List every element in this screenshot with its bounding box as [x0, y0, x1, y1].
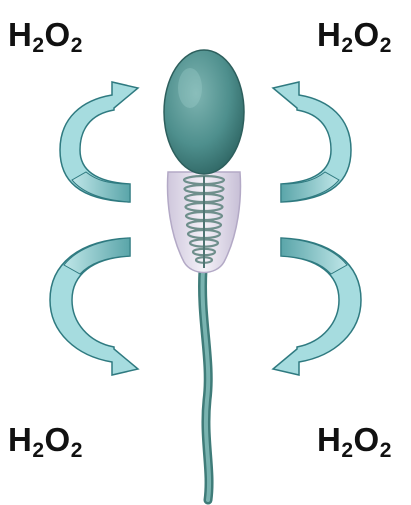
- sperm-head: [164, 50, 244, 174]
- sperm-cell-icon: [164, 50, 244, 500]
- curved-arrow-icon-upper-left: [60, 82, 138, 202]
- curved-arrow-icon-upper-right: [273, 82, 351, 202]
- curved-arrow-icon-lower-left: [50, 238, 138, 375]
- h2o2-label-top-right: H2O2: [317, 18, 392, 51]
- h2o2-label-bottom-right: H2O2: [317, 423, 392, 456]
- h2o2-label-top-left: H2O2: [8, 18, 83, 51]
- h2o2-label-bottom-left: H2O2: [8, 423, 83, 456]
- curved-arrow-icon-lower-right: [273, 238, 361, 375]
